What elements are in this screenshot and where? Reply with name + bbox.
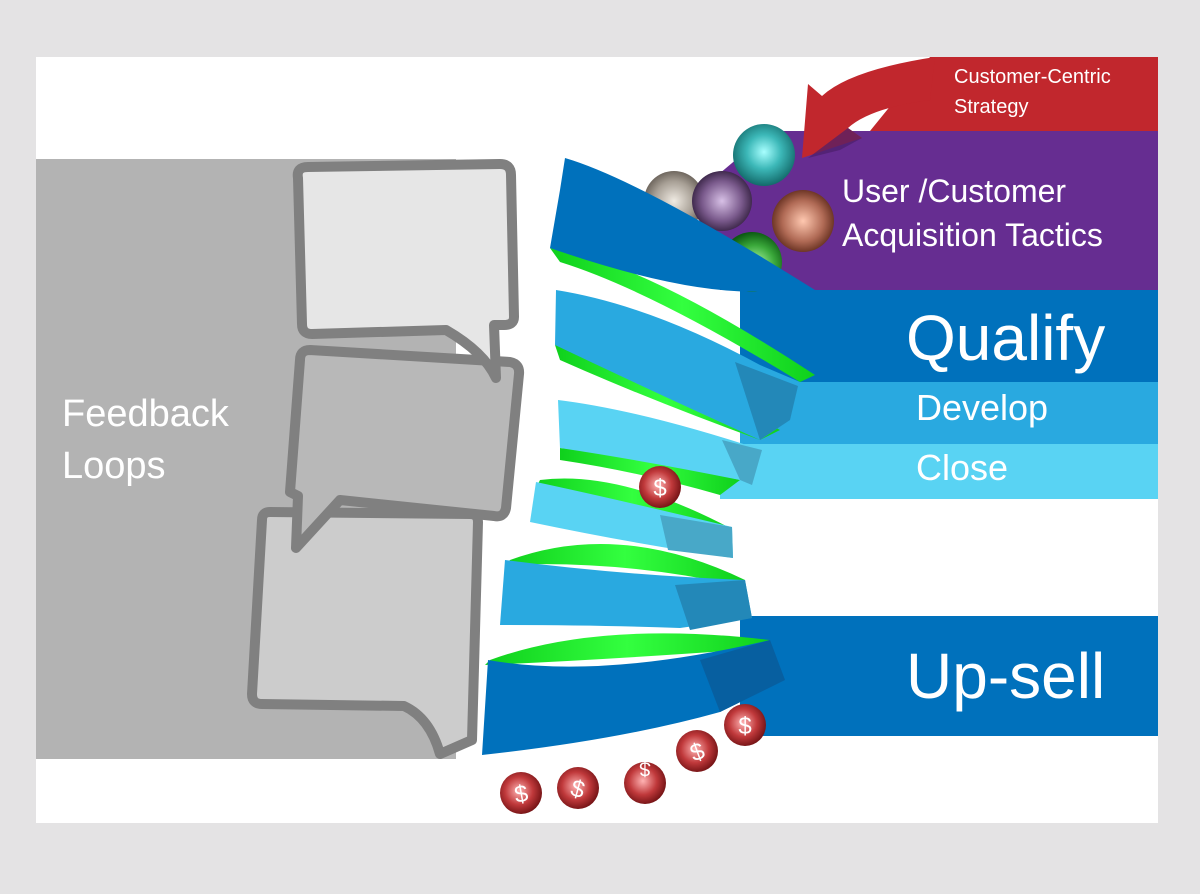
close-band bbox=[720, 444, 1158, 499]
svg-text:$: $ bbox=[738, 713, 751, 740]
stage-label-develop: Develop bbox=[916, 387, 1048, 428]
svg-text:$: $ bbox=[653, 475, 666, 502]
coin-icon: $ bbox=[724, 704, 766, 746]
speech-bubble-icon bbox=[247, 507, 483, 759]
develop-band bbox=[740, 382, 1158, 444]
customer-ball-cyan bbox=[733, 124, 795, 186]
coin-icon: $ bbox=[639, 466, 681, 508]
coin-icon: $ bbox=[624, 757, 666, 804]
svg-text:$: $ bbox=[639, 757, 650, 779]
coin-icon: $ bbox=[676, 730, 718, 772]
stage-label-qualify: Qualify bbox=[906, 302, 1105, 374]
strategy-band bbox=[870, 57, 1158, 131]
stage-label-upsell: Up-sell bbox=[906, 640, 1105, 712]
strategy-arrow-icon bbox=[802, 57, 935, 158]
stage-label-close: Close bbox=[916, 447, 1008, 488]
strategy-label-line1: Customer-Centric bbox=[954, 66, 1111, 88]
arrow-shadow bbox=[808, 128, 862, 158]
speech-bubble-icon bbox=[292, 159, 519, 383]
acquisition-label-line1: User /Customer bbox=[842, 173, 1066, 209]
speech-bubble-icon bbox=[285, 345, 525, 553]
strategy-label-line2: Strategy bbox=[954, 96, 1028, 118]
customer-ball-brown bbox=[772, 190, 834, 252]
acquisition-label-line2: Acquisition Tactics bbox=[842, 217, 1103, 253]
feedback-label-line1: Feedback bbox=[62, 393, 230, 435]
feedback-label-line2: Loops bbox=[62, 445, 166, 487]
coin-icon: $ bbox=[500, 772, 542, 814]
acquisition-band bbox=[700, 131, 1158, 290]
svg-text:$: $ bbox=[512, 780, 530, 809]
customer-ball-purple bbox=[692, 171, 752, 231]
coin-icon: $ bbox=[557, 767, 599, 809]
funnel-spiral bbox=[482, 158, 815, 755]
upsell-band bbox=[740, 616, 1158, 736]
qualify-band bbox=[740, 290, 1158, 382]
